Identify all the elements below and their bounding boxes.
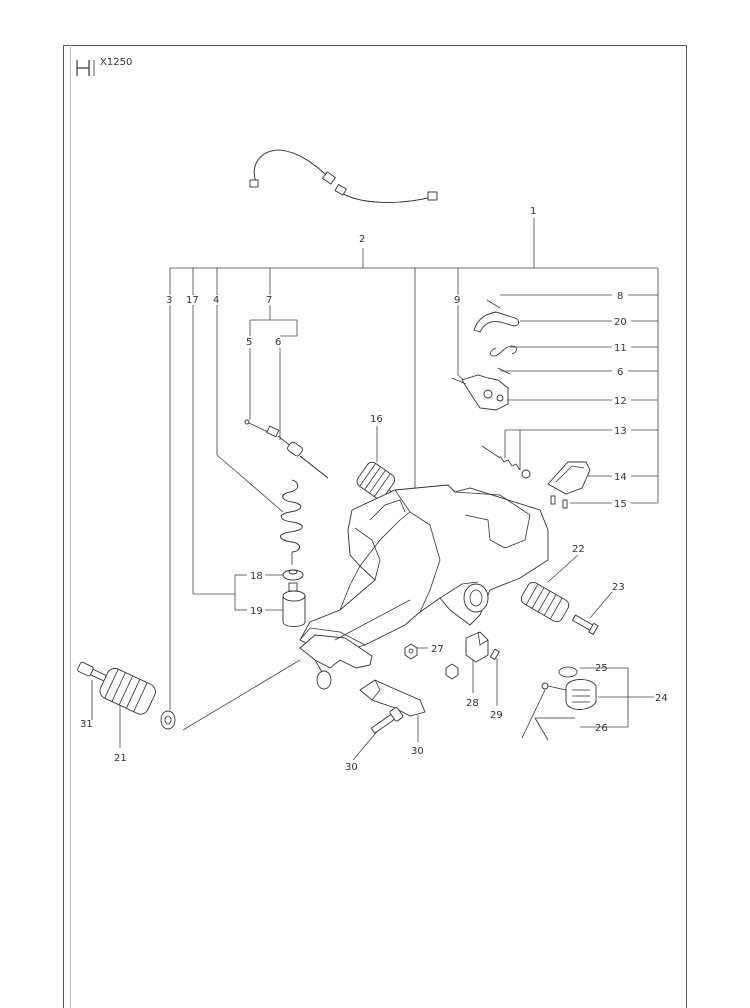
callout-27: 27 [431,644,444,655]
callout-leader-lines [91,218,659,761]
part-24-25-26-fuel-cap [521,666,597,741]
part-18-19-damper [282,569,306,627]
callout-3: 3 [166,295,172,306]
callout-13: 13 [614,426,627,437]
callout-26: 26 [595,723,608,734]
callout-28: 28 [466,698,479,709]
callout-24: 24 [655,693,668,704]
callout-7: 7 [266,295,272,306]
part-2-cable [249,149,438,203]
callout-30-bolt: 30 [345,762,358,773]
callout-25: 25 [595,663,608,674]
callout-18: 18 [250,571,263,582]
diagram-code: X1250 [100,57,133,68]
callout-14: 14 [614,472,627,483]
part-4-spring [280,479,303,565]
part-5-6-cable-pieces [244,419,329,479]
callout-8: 8 [617,291,623,302]
callout-12: 12 [614,396,627,407]
throttle-trigger-parts [451,299,520,411]
callout-16: 16 [370,414,383,425]
part-30-bracket-bolt [316,670,426,734]
parts-diagram-icon [76,60,95,76]
callout-30-bracket: 30 [411,746,424,757]
callout-5: 5 [246,337,252,348]
callout-23: 23 [612,582,625,593]
part-16-rubber-buffer [356,461,400,500]
callout-31: 31 [80,719,93,730]
callout-17: 17 [186,295,199,306]
callout-2: 2 [359,234,365,245]
callout-6-right: 6 [617,367,623,378]
callout-29: 29 [490,710,503,721]
callout-21: 21 [114,753,127,764]
part-14-15-plate-screws [547,461,591,509]
frame-margin-line [70,45,71,1008]
callout-19: 19 [250,606,263,617]
callout-6: 6 [275,337,281,348]
callout-15: 15 [614,499,627,510]
callout-9: 9 [454,295,460,306]
callout-1: 1 [530,206,536,217]
part-31-21-left-buffer [77,661,176,730]
callout-4: 4 [213,295,219,306]
part-22-23-right-buffer [520,581,599,636]
part-27-28-29-small-parts [404,631,500,680]
callout-22: 22 [572,544,585,555]
callout-11: 11 [614,343,627,354]
page-frame [63,45,687,1008]
part-13-pin-spring [481,445,531,479]
part-1-handle-housing [299,484,549,673]
callout-numbers: 1 2 3 17 4 7 9 5 6 8 20 11 6 12 13 14 15… [80,206,668,773]
callout-20: 20 [614,317,627,328]
